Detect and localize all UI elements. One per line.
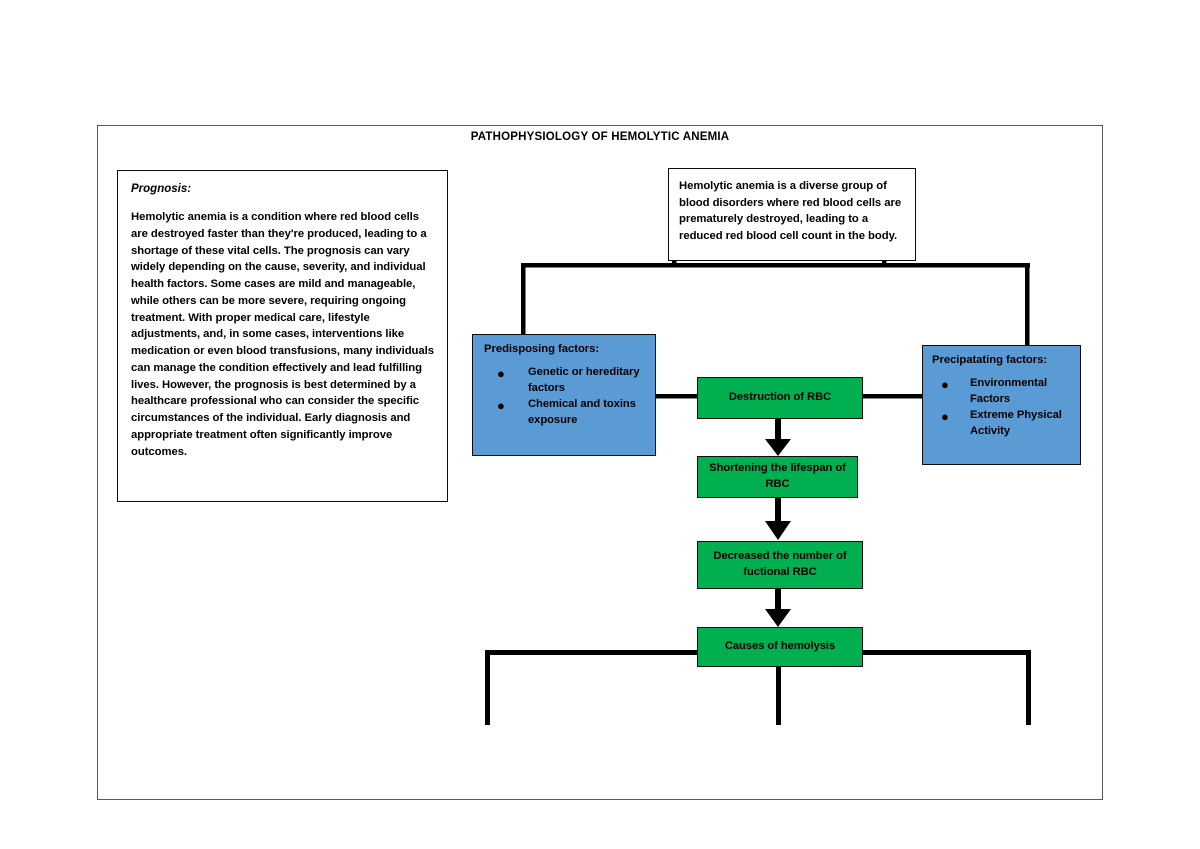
list-item-label: Environmental Factors: [970, 377, 1048, 405]
predisposing-factors-node: Predisposing factors: ● Genetic or hered…: [472, 334, 656, 456]
process-node-label: Destruction of RBC: [728, 391, 832, 404]
process-node-shortening-lifespan: Shortening the lifespan of RBC: [697, 456, 858, 498]
list-item: ● Environmental Factors: [932, 376, 1076, 408]
list-item: ● Chemical and toxins exposure: [484, 397, 649, 429]
list-item: ● Genetic or hereditary factors: [484, 365, 649, 397]
precipitating-factors-node: Precipatating factors: ● Environmental F…: [922, 345, 1081, 465]
precipitating-factors-list: ● Environmental Factors ● Extreme Physic…: [932, 376, 1076, 440]
bullet-icon: ●: [941, 408, 949, 424]
predisposing-factors-list: ● Genetic or hereditary factors ● Chemic…: [484, 365, 649, 429]
list-item: ● Extreme Physical Activity: [932, 408, 1076, 440]
list-item-label: Chemical and toxins exposure: [528, 397, 636, 426]
prognosis-body: Hemolytic anemia is a condition where re…: [131, 211, 434, 458]
precipitating-factors-title: Precipatating factors:: [932, 354, 1048, 366]
definition-panel: Hemolytic anemia is a diverse group of b…: [668, 168, 916, 261]
process-node-destruction-of-rbc: Destruction of RBC: [697, 377, 863, 419]
bullet-icon: ●: [497, 366, 505, 381]
definition-body: Hemolytic anemia is a diverse group of b…: [679, 180, 902, 242]
bullet-icon: ●: [941, 377, 949, 392]
process-node-causes-of-hemolysis: Causes of hemolysis: [697, 627, 863, 667]
process-node-label: Decreased the number of fuctional RBC: [713, 550, 847, 578]
process-node-label: Causes of hemolysis: [724, 640, 836, 653]
page-title: PATHOPHYSIOLOGY OF HEMOLYTIC ANEMIA: [470, 131, 730, 143]
process-node-decreased-functional-rbc: Decreased the number of fuctional RBC: [697, 541, 863, 589]
bullet-icon: ●: [497, 397, 505, 413]
process-node-label: Shortening the lifespan of RBC: [709, 462, 846, 490]
list-item-label: Extreme Physical Activity: [970, 408, 1062, 437]
list-item-label: Genetic or hereditary factors: [528, 366, 640, 394]
prognosis-panel: Prognosis: Hemolytic anemia is a conditi…: [117, 170, 448, 502]
predisposing-factors-title: Predisposing factors:: [484, 343, 600, 355]
prognosis-label: Prognosis:: [131, 183, 192, 195]
